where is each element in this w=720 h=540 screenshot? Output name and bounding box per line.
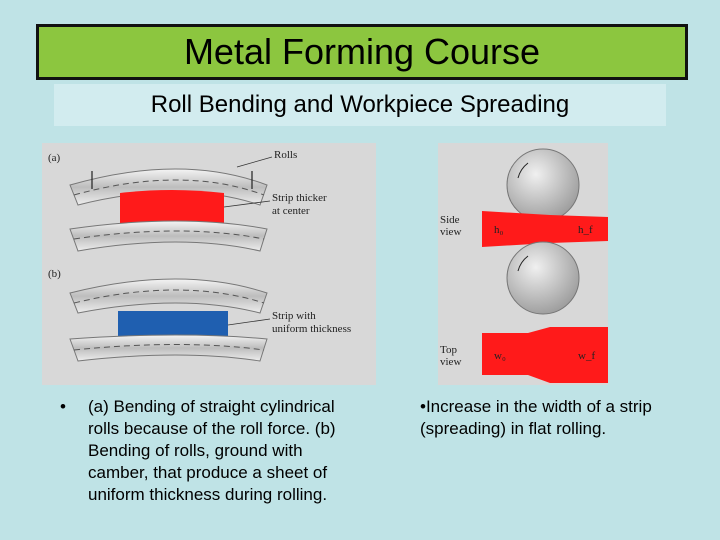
strip-uniform-label-1: Strip with (272, 310, 316, 322)
roll-b-bottom (69, 334, 268, 362)
slide-title: Metal Forming Course (36, 24, 688, 80)
lower-roll (506, 241, 580, 315)
right-caption-text: •Increase in the width of a strip (sprea… (420, 397, 652, 438)
side-view-label-1: Side (440, 214, 460, 226)
roll-a-bottom (69, 220, 268, 252)
left-caption: • (a) Bending of straight cylindrical ro… (60, 396, 360, 506)
wf-label: w_f (578, 350, 595, 362)
w0-label: w₀ (494, 350, 506, 362)
roll-b-bottom-axis (73, 344, 265, 351)
top-view-strip (482, 327, 608, 383)
roll-b-top-axis (73, 289, 265, 304)
side-view-strip (482, 211, 608, 247)
spreading-diagram: Side view h₀ h_f Top view w₀ w_f (440, 148, 608, 383)
rotation-arrow (517, 162, 529, 179)
h0-label: h₀ (494, 224, 504, 236)
roll-bending-figure: (a) Rolls Strip thicker at center (b) St… (42, 143, 376, 385)
strip-uniform-leader (227, 318, 271, 326)
roll-bending-diagram: (a) Rolls Strip thicker at center (b) St… (48, 149, 351, 362)
spreading-figure: Side view h₀ h_f Top view w₀ w_f (438, 143, 608, 385)
strip-thicker-label-1: Strip thicker (272, 192, 327, 204)
slide-subtitle: Roll Bending and Workpiece Spreading (54, 84, 666, 126)
strip-a (120, 190, 224, 226)
rolls-leader (236, 156, 273, 168)
roll-a-bottom-axis (73, 230, 265, 240)
top-view-label-1: Top (440, 344, 457, 356)
strip-uniform-label-2: uniform thickness (272, 323, 351, 335)
rolls-label: Rolls (274, 149, 297, 161)
upper-roll (506, 148, 580, 222)
top-view-label-2: view (440, 356, 461, 368)
rotation-arrow (517, 255, 529, 272)
left-caption-text: (a) Bending of straight cylindrical roll… (88, 397, 336, 504)
roll-a-top-axis (73, 179, 265, 196)
side-view-label-2: view (440, 226, 461, 238)
strip-thicker-leader (223, 200, 271, 208)
bullet: • (60, 397, 66, 416)
label-a: (a) (48, 152, 61, 164)
label-b: (b) (48, 268, 61, 280)
strip-thicker-label-2: at center (272, 205, 310, 217)
hf-label: h_f (578, 224, 593, 236)
